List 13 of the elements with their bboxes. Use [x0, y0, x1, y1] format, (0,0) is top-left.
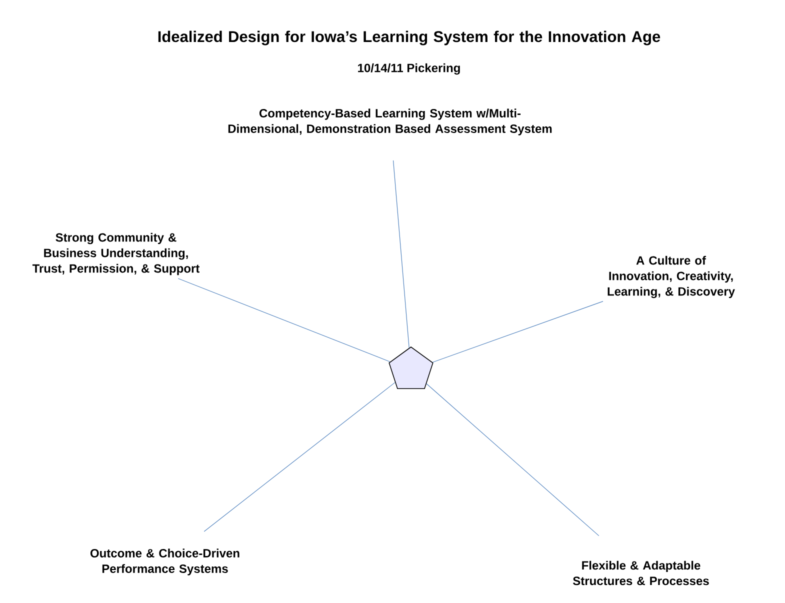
subtitle: 10/14/11 Pickering: [358, 63, 460, 75]
pentagon-shape: [388, 346, 434, 390]
title: Idealized Design for Iowa’s Learning System for the Innovation Age: [158, 30, 660, 46]
line: [392, 160, 410, 348]
node-label: Outcome & Choice-Driven Performance Systems: [90, 548, 240, 576]
node-label: Strong Community & Business Understanding, Trust, Permission, & Support: [32, 232, 200, 276]
line: [426, 383, 600, 536]
node-label: Flexible & Adaptable Structures & Processes: [572, 560, 709, 586]
line: [432, 301, 604, 363]
node-label: A Culture of Innovation, Creativity, Learning, & Discovery: [608, 256, 735, 298]
line: [204, 382, 396, 532]
node-label: Competency-Based Learning System w/Multi-Dimensional, Demonstration Based Assessment System: [228, 108, 552, 136]
line: [178, 278, 390, 362]
